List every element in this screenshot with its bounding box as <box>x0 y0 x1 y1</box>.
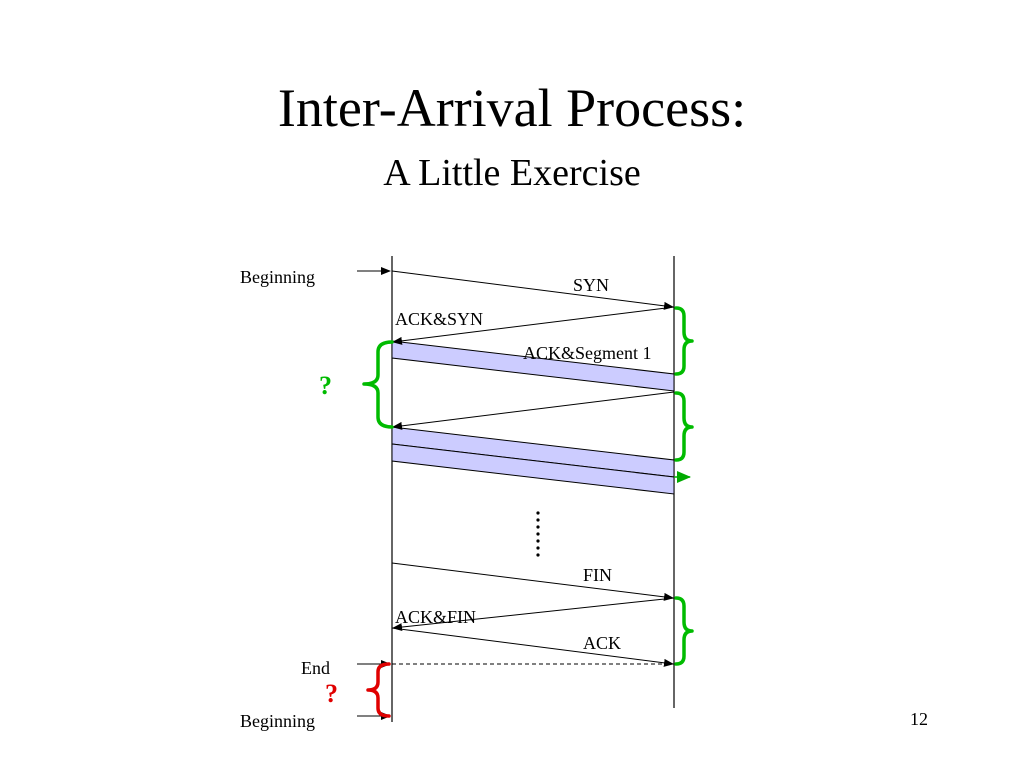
label-ack: ACK <box>583 633 621 653</box>
label-fin: FIN <box>583 565 612 585</box>
ack-fin-arrow <box>392 597 675 632</box>
question-mark-green: ? <box>319 371 332 400</box>
label-beginning-top: Beginning <box>240 267 315 287</box>
ellipsis-dots <box>536 511 540 557</box>
slide-title: Inter-Arrival Process: <box>277 78 747 138</box>
brace-left-red <box>366 662 391 718</box>
brace-right-2 <box>674 391 694 462</box>
label-beginning-bottom: Beginning <box>240 711 315 731</box>
label-syn: SYN <box>573 275 609 295</box>
ack-arrow <box>391 627 674 667</box>
brace-left-green <box>362 340 394 429</box>
segment-band-1 <box>391 340 675 392</box>
segment-band-3 <box>391 443 675 495</box>
return-arrow <box>392 391 675 430</box>
brace-right-3 <box>674 596 694 666</box>
label-ack-syn: ACK&SYN <box>395 309 483 329</box>
label-ack-segment: ACK&Segment 1 <box>523 343 652 363</box>
question-mark-red: ? <box>325 679 338 708</box>
syn-arrow <box>391 270 674 310</box>
ack-syn-arrow <box>392 306 675 345</box>
brace-right-1 <box>674 306 694 376</box>
page-number: 12 <box>910 709 928 729</box>
label-end: End <box>301 658 330 678</box>
label-ack-fin: ACK&FIN <box>395 607 476 627</box>
fin-arrow <box>391 562 674 601</box>
slide-subtitle: A Little Exercise <box>383 152 641 194</box>
